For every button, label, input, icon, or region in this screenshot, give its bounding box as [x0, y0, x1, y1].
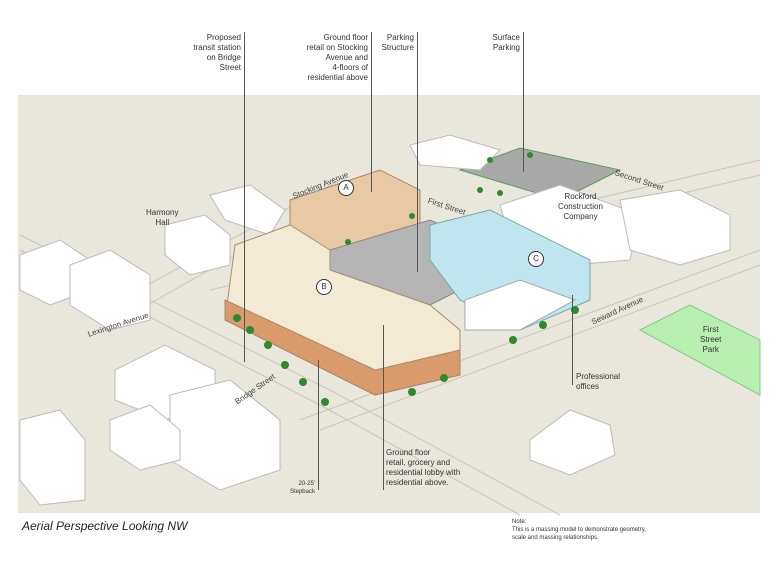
label-line: Rockford [564, 192, 597, 201]
callout-line: retail, grocery and [386, 458, 451, 467]
callout-line: Avenue and [325, 53, 368, 62]
callout-line: Structure [381, 43, 414, 52]
leader-transit [244, 32, 245, 362]
label-line: Street [700, 335, 722, 344]
callout-line: transit station [193, 43, 241, 52]
leader-stocking [371, 32, 372, 192]
callout-line: Street [219, 63, 241, 72]
callout-line: Stepback [289, 489, 315, 495]
callout-line: residential lobby with [386, 468, 461, 477]
label-line: Company [563, 212, 598, 221]
marker-c: C [528, 251, 544, 267]
drawing-caption: Aerial Perspective Looking NW [22, 519, 188, 533]
leader-stepback [318, 360, 319, 490]
trees [233, 152, 579, 406]
surface-parking-lot [458, 147, 622, 201]
note-heading: Note: [512, 519, 527, 525]
note-line: This is a massing model to demonstrate g… [512, 527, 646, 533]
marker-b: B [316, 279, 332, 295]
callout-stepback: 20-25' Stepback [280, 480, 315, 496]
callout-line: Surface [492, 33, 520, 42]
leader-surface [523, 32, 524, 172]
callout-line: on Bridge [206, 53, 241, 62]
callout-line: Parking [492, 43, 520, 52]
callout-line: residential above. [386, 478, 449, 487]
callout-line: Ground floor [323, 33, 368, 42]
label-line: Hall [155, 218, 170, 227]
callout-line: Proposed [206, 33, 241, 42]
callout-line: offices [576, 382, 599, 391]
leader-professional [572, 295, 573, 385]
callout-line: Parking [386, 33, 414, 42]
label-line: Harmony [146, 208, 179, 217]
first-street-park [638, 304, 761, 396]
callout-line: Professional [576, 372, 621, 381]
callout-line: residential above [307, 73, 368, 82]
note-line: scale and massing relationships. [512, 535, 599, 541]
massing-note: Note: This is a massing model to demonst… [512, 518, 646, 542]
callout-line: 20-25' [298, 481, 316, 487]
callout-line: Ground floor [386, 448, 431, 457]
label-line: Park [702, 345, 719, 354]
marker-a: A [338, 180, 354, 196]
label-line: Construction [558, 202, 603, 211]
callout-line: 4-floors of [332, 63, 368, 72]
label-line: First [702, 325, 719, 334]
leader-parking [417, 32, 418, 272]
callout-line: retail on Stocking [306, 43, 368, 52]
leader-ground-retail [383, 325, 384, 490]
neighbor-buildings [19, 134, 731, 506]
